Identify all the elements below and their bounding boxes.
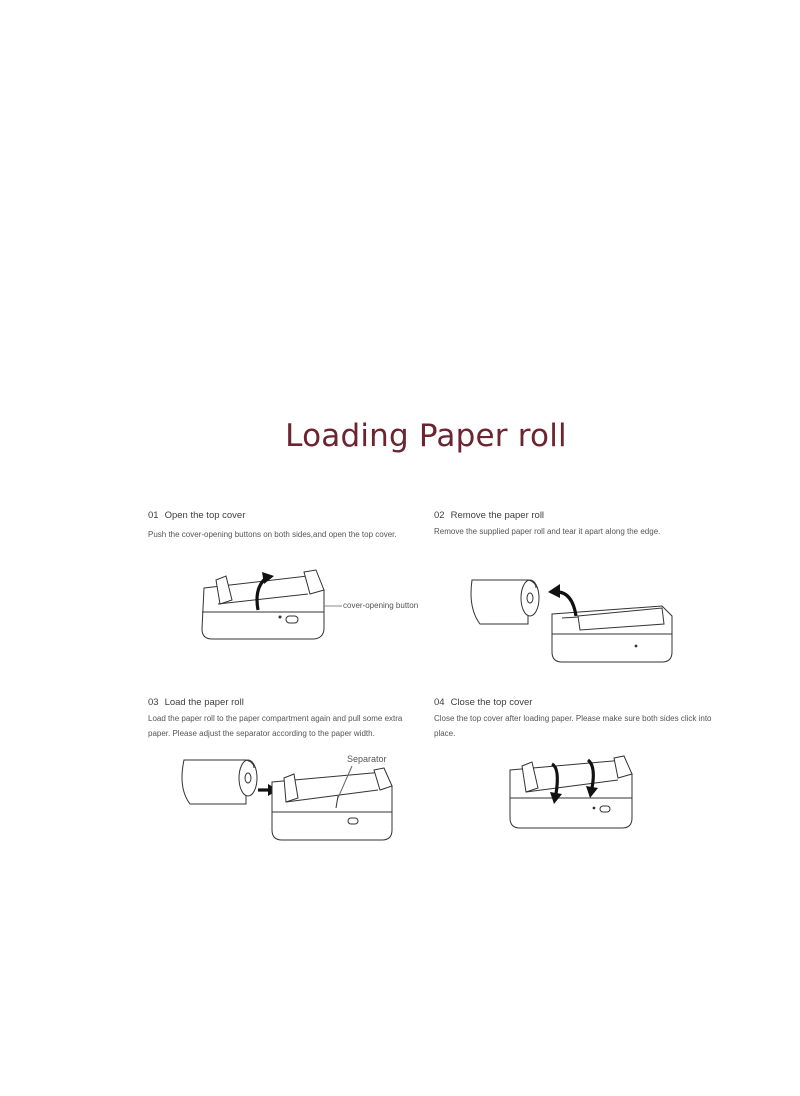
step-2-number: 02	[434, 510, 445, 521]
step-1-title: Open the top cover	[164, 510, 246, 521]
step-3-illustration	[181, 759, 393, 841]
step-2-description: Remove the supplied paper roll and tear …	[434, 527, 661, 536]
step-3-description: Load the paper roll to the paper compart…	[148, 714, 403, 738]
step-3-heading: 03 Load the paper roll	[148, 697, 244, 708]
step-2-title: Remove the paper roll	[450, 510, 545, 521]
step-4-illustration	[509, 755, 633, 829]
step-1-number: 01	[148, 510, 159, 521]
step-3-title: Load the paper roll	[164, 697, 244, 708]
step-4-description: Close the top cover after loading paper.…	[434, 714, 712, 738]
step-2-heading: 02 Remove the paper roll	[434, 510, 544, 521]
step-1-illustration	[201, 569, 342, 640]
step-4-number: 04	[434, 697, 445, 708]
step-2-illustration	[470, 579, 673, 663]
cover-opening-button-label: cover-opening button	[343, 601, 419, 610]
page-title: Loading Paper roll	[285, 418, 567, 454]
separator-label: Separator	[347, 754, 387, 764]
step-4-title: Close the top cover	[450, 697, 533, 708]
step-3-number: 03	[148, 697, 159, 708]
step-4-heading: 04 Close the top cover	[434, 697, 532, 708]
step-1-description: Push the cover-opening buttons on both s…	[148, 530, 397, 539]
step-1-heading: 01 Open the top cover	[148, 510, 245, 521]
